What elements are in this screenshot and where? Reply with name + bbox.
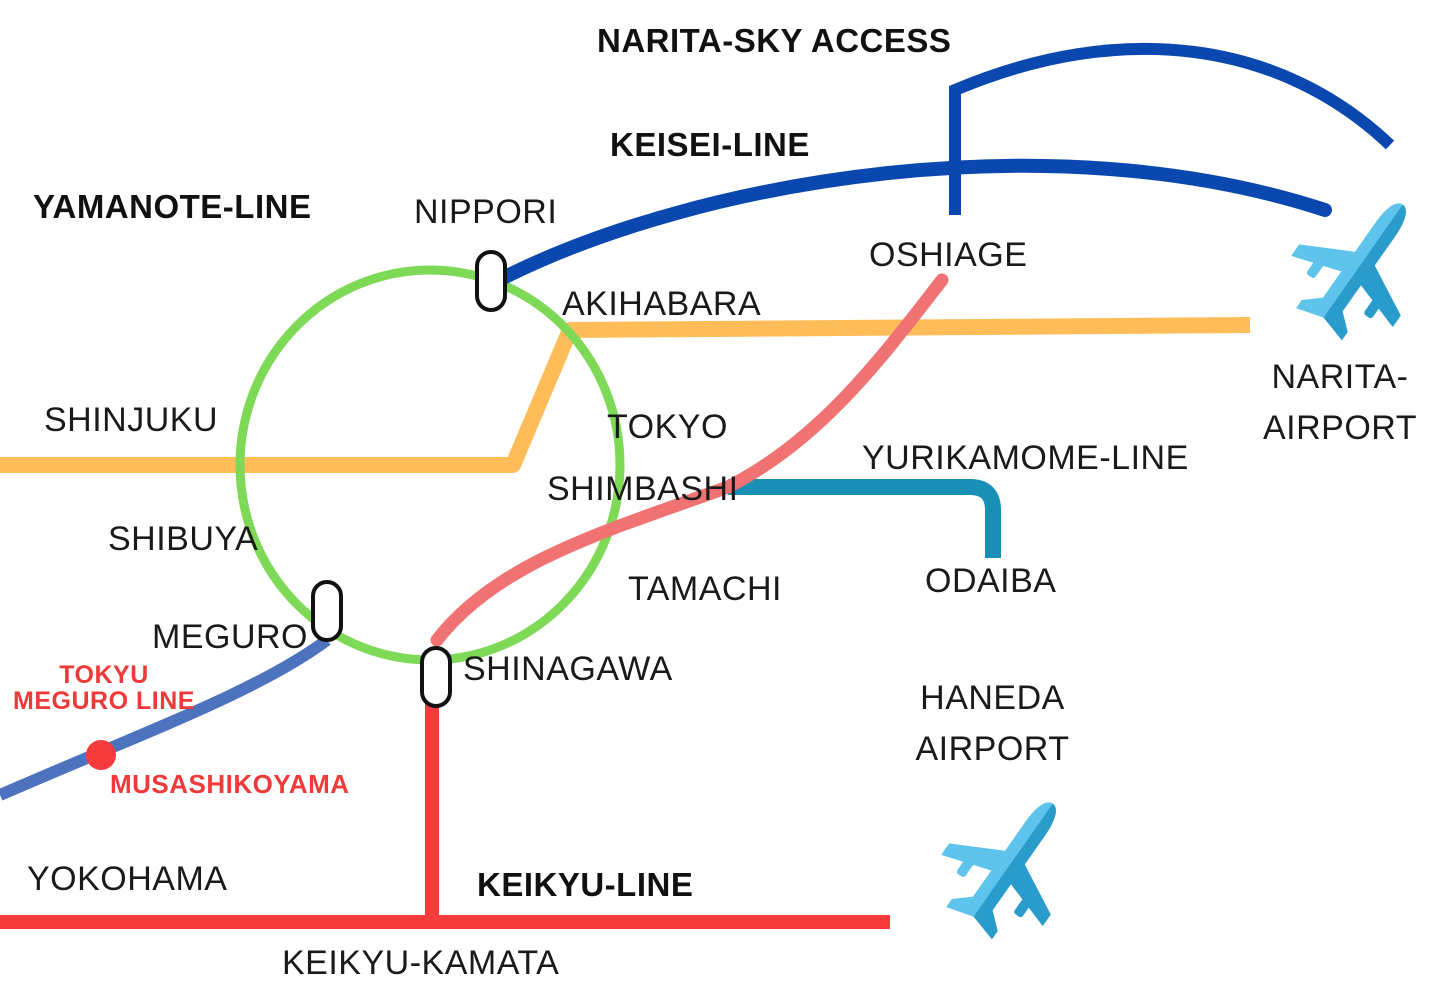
narita-airport-label: NARITA- AIRPORT bbox=[1255, 352, 1425, 454]
station-label-meguro: MEGURO bbox=[152, 618, 308, 656]
station-label-shinagawa: SHINAGAWA bbox=[463, 650, 673, 688]
keikyu-line bbox=[0, 700, 890, 929]
narita-sky-access-label: NARITA-SKY ACCESS bbox=[597, 22, 952, 59]
station-label-keikyu-kamata: KEIKYU-KAMATA bbox=[282, 944, 560, 982]
tokyu-meguro-line bbox=[0, 635, 331, 801]
station-label-shimbashi: SHIMBASHI bbox=[547, 470, 739, 508]
keisei-line-label: KEISEI-LINE bbox=[610, 126, 810, 163]
station-label-akihabara: AKIHABARA bbox=[562, 285, 762, 323]
haneda-airplane-icon bbox=[941, 802, 1056, 940]
haneda-airport-label: HANEDA AIRPORT bbox=[905, 673, 1080, 775]
shinagawa-station-marker bbox=[420, 646, 452, 708]
keikyu-line-label: KEIKYU-LINE bbox=[477, 866, 694, 903]
meguro-station-marker bbox=[311, 580, 343, 642]
station-label-oshiage: OSHIAGE bbox=[869, 236, 1028, 274]
yamanote-line-label: YAMANOTE-LINE bbox=[33, 188, 312, 225]
tokyu-meguro-line-label-1: TOKYU bbox=[59, 661, 149, 689]
station-label-yokohama: YOKOHAMA bbox=[27, 860, 228, 898]
musashikoyama-station-marker bbox=[86, 740, 116, 770]
station-label-shinjuku: SHINJUKU bbox=[44, 401, 219, 439]
keisei-line bbox=[498, 158, 1332, 284]
haneda-airport-label-2: AIRPORT bbox=[915, 730, 1070, 768]
pink-line bbox=[430, 273, 949, 647]
yurikamome-line-label: YURIKAMOME-LINE bbox=[862, 439, 1189, 477]
tokyu-meguro-line-label-2: MEGURO LINE bbox=[13, 687, 195, 716]
nippori-station-marker bbox=[475, 250, 507, 312]
station-label-odaiba: ODAIBA bbox=[925, 562, 1057, 600]
station-label-musashikoyama: MUSASHIKOYAMA bbox=[110, 769, 350, 799]
narita-airplane-icon bbox=[1291, 203, 1406, 341]
yurikamome-line bbox=[728, 479, 1001, 558]
haneda-airport-label-1: HANEDA bbox=[920, 679, 1065, 717]
narita-sky-access-line bbox=[949, 42, 1395, 215]
station-label-shibuya: SHIBUYA bbox=[108, 520, 259, 558]
narita-airport-label-2: AIRPORT bbox=[1262, 409, 1417, 447]
narita-airport-label-1: NARITA- bbox=[1271, 358, 1409, 396]
station-label-tamachi: TAMACHI bbox=[628, 570, 782, 608]
station-label-nippori: NIPPORI bbox=[414, 193, 558, 231]
tokyu-meguro-line-label: TOKYU MEGURO LINE bbox=[6, 662, 202, 715]
station-label-tokyo: TOKYO bbox=[607, 408, 728, 446]
